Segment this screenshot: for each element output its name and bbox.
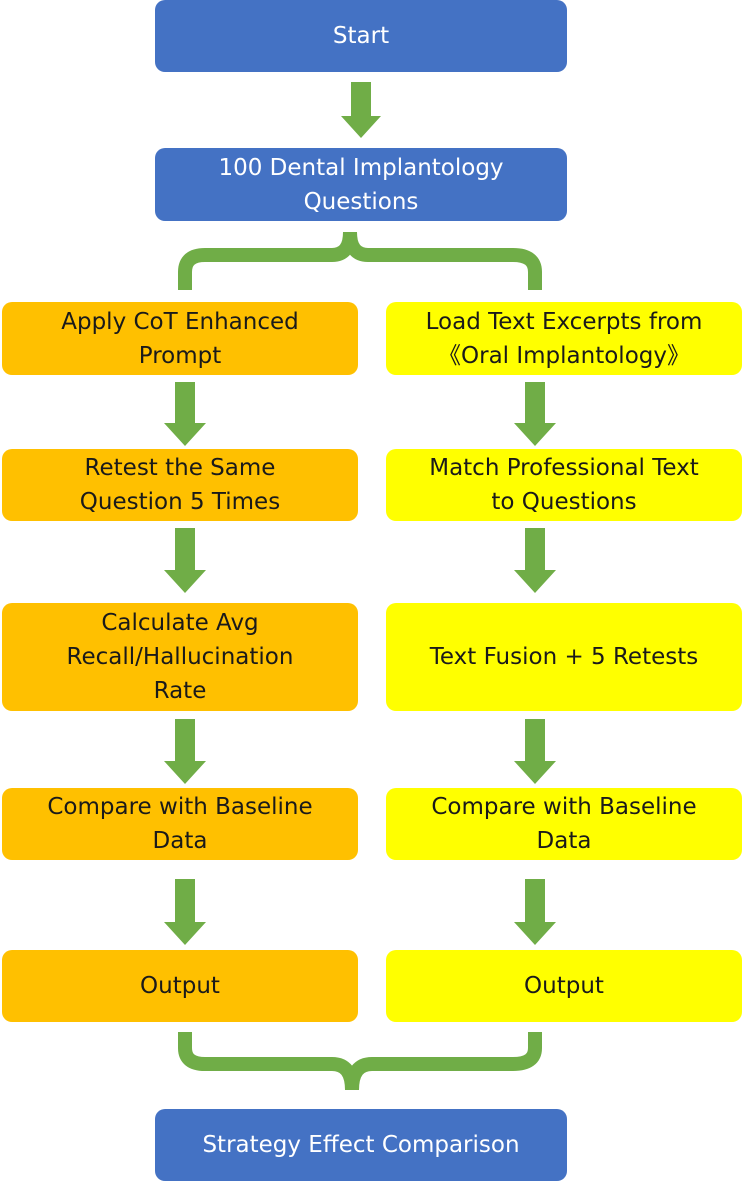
right-step-match-text: Match Professional Text to Questions	[386, 449, 742, 521]
questions-node: 100 Dental Implantology Questions	[155, 148, 567, 221]
left-step-calculate: Calculate Avg Recall/Hallucination Rate	[2, 603, 358, 711]
arrow-right-2-to-3	[514, 528, 556, 593]
right-step-compare: Compare with Baseline Data	[386, 788, 742, 860]
left-step-compare: Compare with Baseline Data	[2, 788, 358, 860]
split-brace	[178, 231, 542, 290]
result-node: Strategy Effect Comparison	[155, 1109, 567, 1181]
right-step-fusion: Text Fusion + 5 Retests	[386, 603, 742, 711]
arrow-left-4-to-5	[164, 879, 206, 945]
arrow-start-to-questions	[341, 82, 381, 138]
merge-brace	[178, 1032, 542, 1091]
start-node: Start	[155, 0, 567, 72]
arrow-right-1-to-2	[514, 382, 556, 446]
arrow-right-3-to-4	[514, 719, 556, 784]
left-step-cot-prompt: Apply CoT Enhanced Prompt	[2, 302, 358, 375]
arrow-left-1-to-2	[164, 382, 206, 446]
right-step-output: Output	[386, 950, 742, 1022]
arrow-left-2-to-3	[164, 528, 206, 593]
right-step-load-text: Load Text Excerpts from 《Oral Implantolo…	[386, 302, 742, 375]
arrow-right-4-to-5	[514, 879, 556, 945]
arrow-left-3-to-4	[164, 719, 206, 784]
left-step-retest: Retest the Same Question 5 Times	[2, 449, 358, 521]
left-step-output: Output	[2, 950, 358, 1022]
